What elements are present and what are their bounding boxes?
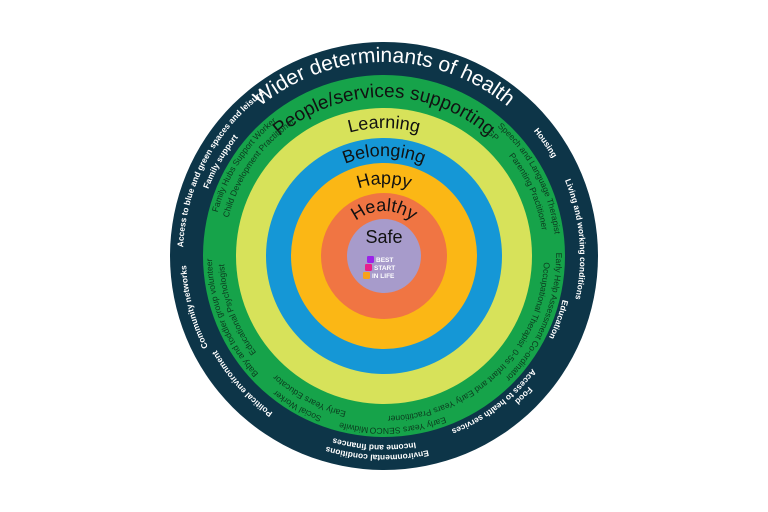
logo-block-purple xyxy=(367,256,374,263)
logo-line-in-life: IN LIFE xyxy=(372,273,395,280)
logo-line-start: START xyxy=(374,265,395,272)
best-start-in-life-logo: BEST START IN LIFE xyxy=(363,256,395,280)
logo-block-orange xyxy=(363,272,370,279)
safe-label: Safe xyxy=(365,227,402,247)
logo-line-best: BEST xyxy=(376,257,393,264)
logo-block-pink xyxy=(365,264,372,271)
